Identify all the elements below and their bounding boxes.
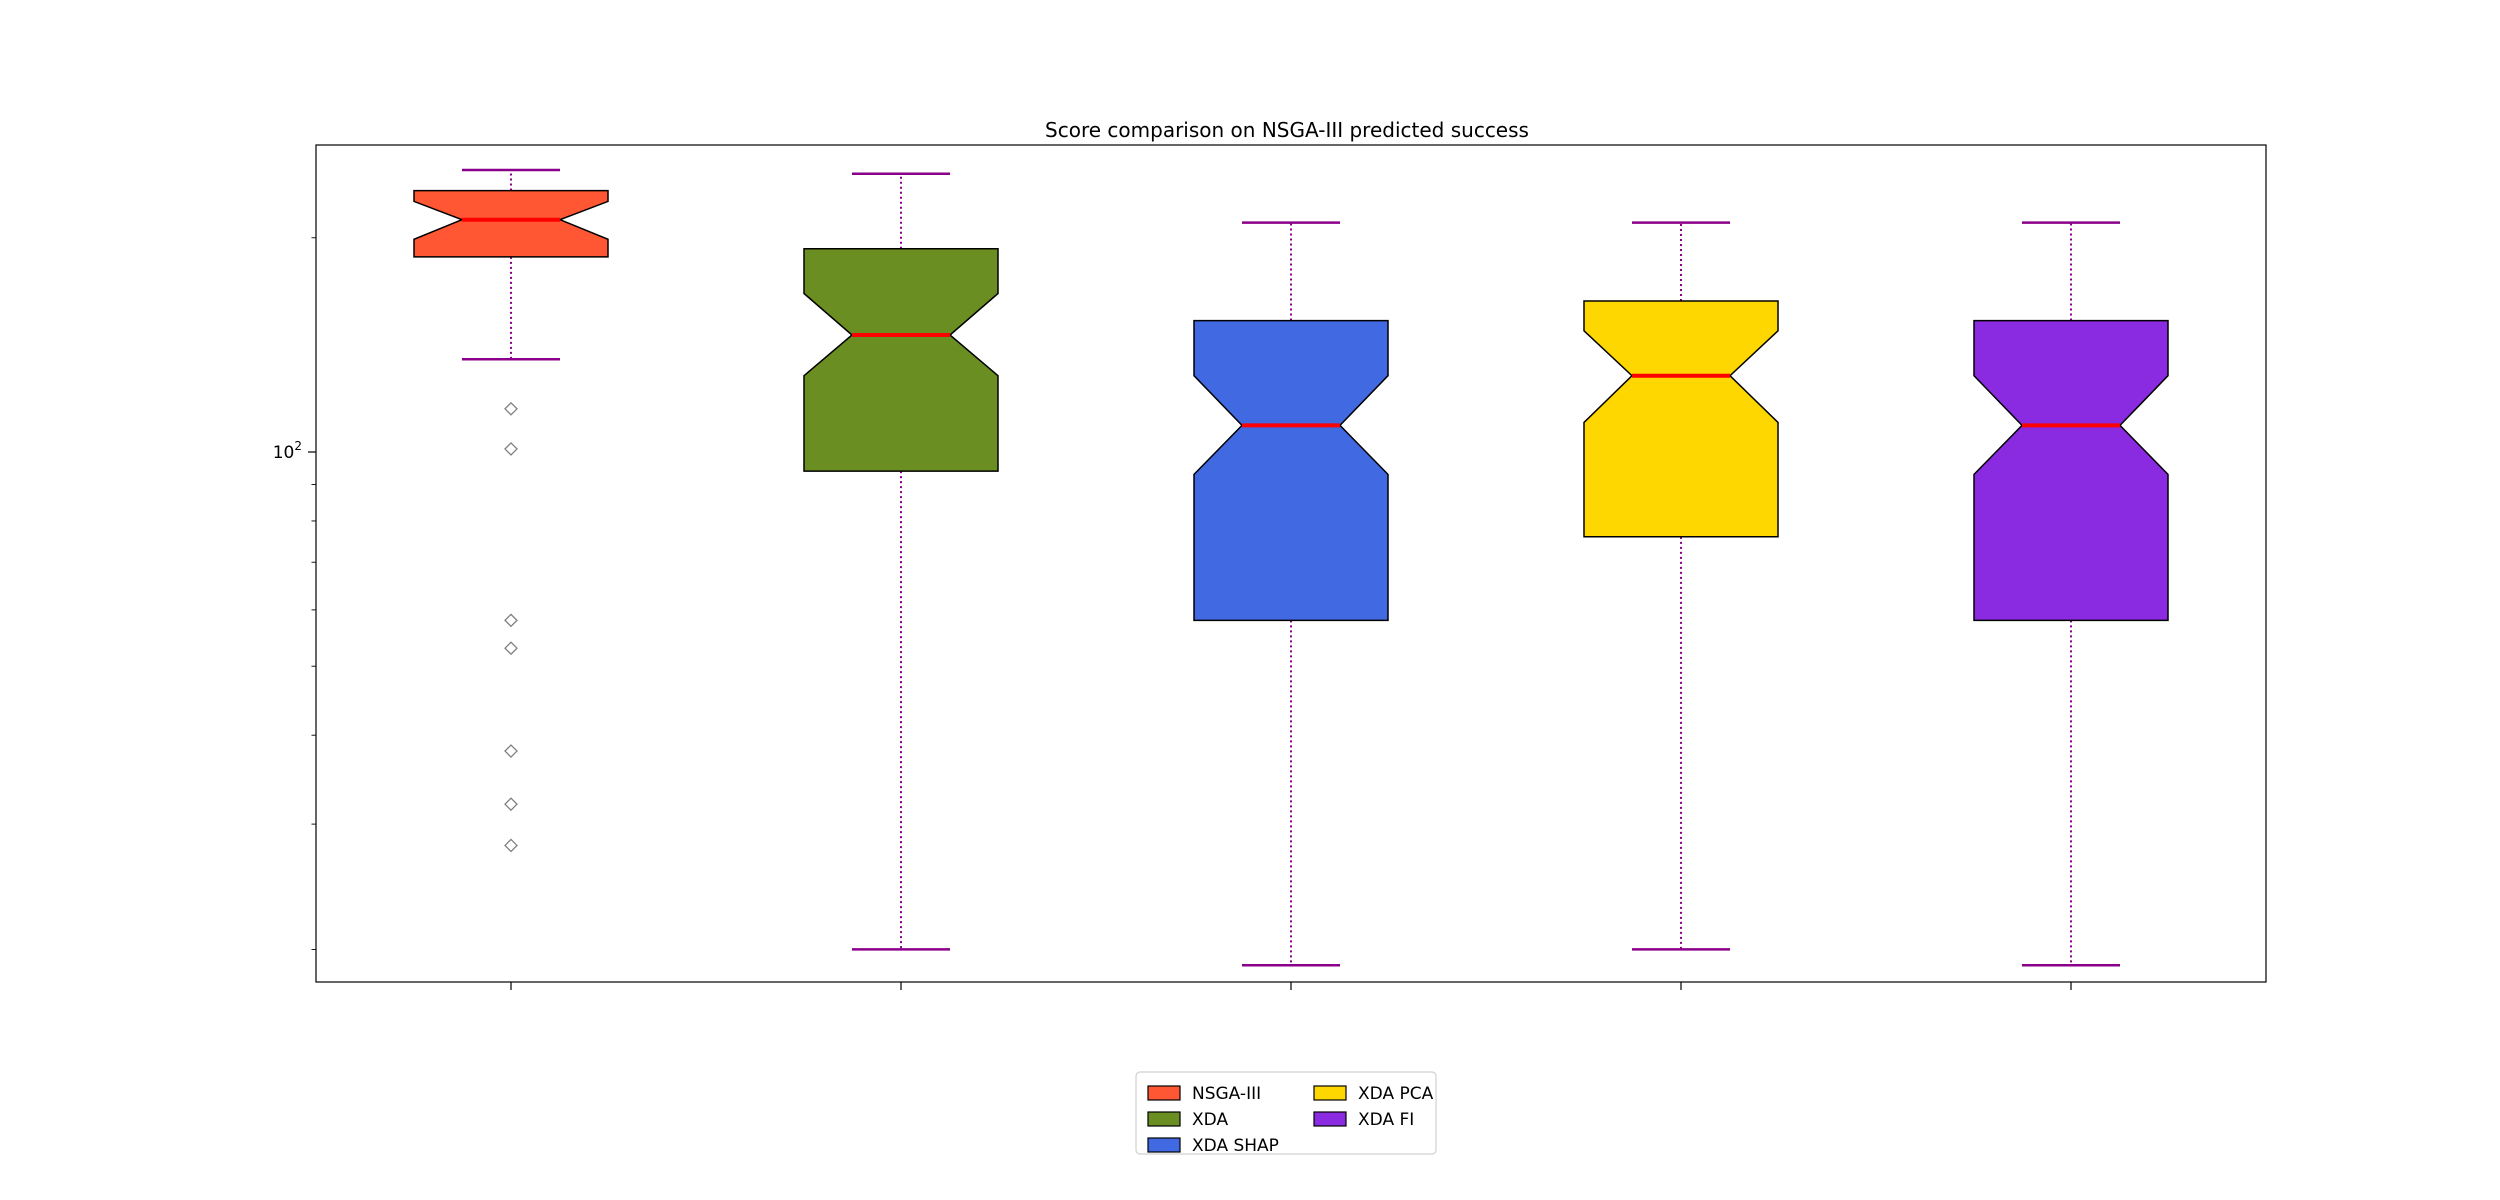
outlier-point	[504, 797, 518, 812]
legend-label: NSGA-III	[1192, 1084, 1261, 1104]
y-tick-label-exponent: 2	[294, 439, 302, 453]
legend-frame	[1135, 1071, 1437, 1155]
legend-item-xda-pca: XDA PCA	[1313, 1084, 1434, 1104]
box-body	[1193, 319, 1389, 622]
legend-label: XDA FI	[1358, 1110, 1414, 1130]
outlier-point	[504, 744, 518, 758]
outlier-point	[504, 441, 518, 456]
box-nsga-iii	[413, 168, 609, 853]
outlier-point	[504, 613, 518, 628]
legend-swatch	[1313, 1085, 1347, 1101]
box-body	[803, 248, 999, 472]
outlier-point	[504, 838, 518, 853]
legend: NSGA-III XDA XDA SHAP XDA PCA XDA FI	[1135, 1071, 1437, 1156]
outlier-point	[504, 641, 518, 656]
box-xda-pca	[1583, 221, 1779, 951]
legend-label: XDA	[1192, 1110, 1228, 1130]
x-axis	[510, 982, 2072, 990]
box-plots	[413, 168, 2169, 967]
box-xda-fi	[1973, 221, 2169, 967]
legend-swatch	[1147, 1111, 1181, 1127]
chart-title: Score comparison on NSGA-III predicted s…	[1045, 118, 1529, 142]
legend-item-xda-shap: XDA SHAP	[1147, 1136, 1279, 1156]
legend-swatch	[1147, 1137, 1181, 1153]
box-body	[413, 189, 609, 258]
legend-label: XDA SHAP	[1192, 1136, 1279, 1156]
legend-swatch	[1147, 1085, 1181, 1101]
legend-item-xda-fi: XDA FI	[1313, 1110, 1414, 1130]
legend-item-nsga-iii: NSGA-III	[1147, 1084, 1261, 1104]
box-body	[1583, 300, 1779, 538]
plot-area: 102	[273, 144, 2267, 990]
legend-swatch	[1313, 1111, 1347, 1127]
box-xda	[803, 172, 999, 951]
box-body	[1973, 319, 2169, 622]
legend-label: XDA PCA	[1358, 1084, 1434, 1104]
outlier-point	[504, 401, 518, 416]
plot-frame	[315, 144, 2267, 983]
y-axis: 102	[273, 237, 316, 950]
legend-item-xda: XDA	[1147, 1110, 1228, 1130]
box-xda-shap	[1193, 221, 1389, 967]
